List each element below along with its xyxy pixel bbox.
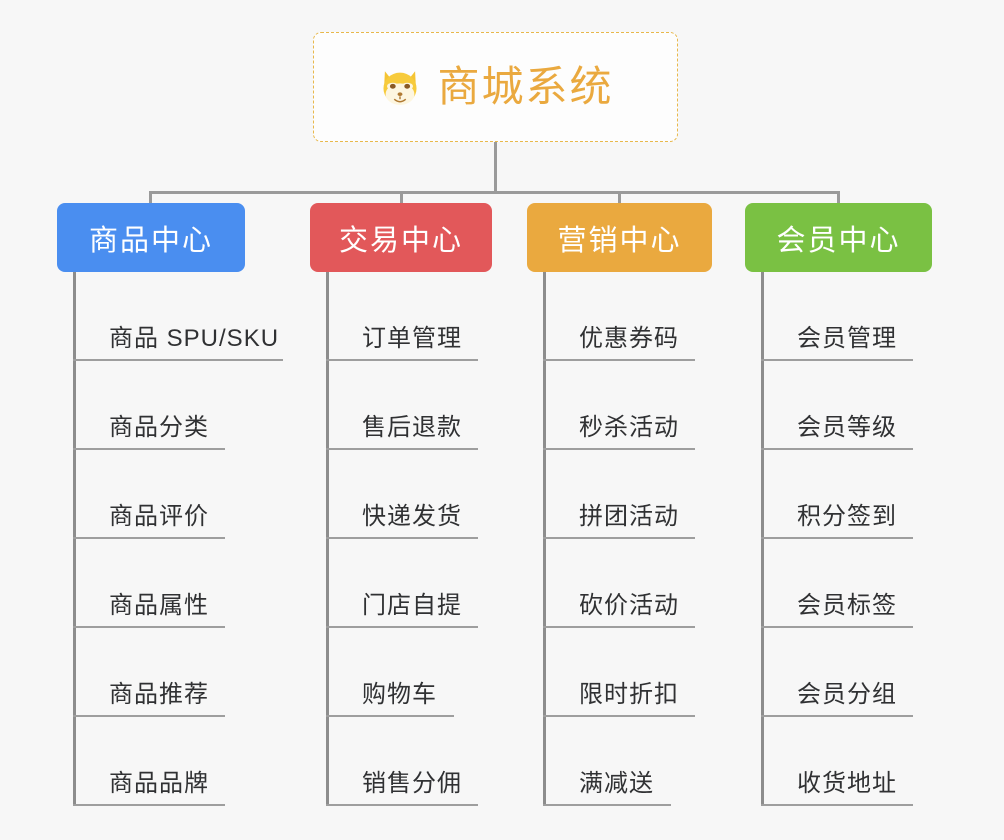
leaf-item-label: 商品分类 [109, 413, 209, 441]
leaf-item[interactable]: 会员标签 [761, 539, 932, 628]
leaf-item-label: 商品品牌 [109, 769, 209, 797]
leaf-item[interactable]: 售后退款 [326, 361, 492, 450]
leaf-item-underline [543, 359, 695, 361]
leaf-item-underline [326, 804, 478, 806]
category-header-marketing-center[interactable]: 营销中心 [527, 203, 712, 272]
category-header-label: 商品中心 [88, 224, 213, 257]
category-column-member-center: 会员中心会员管理会员等级积分签到会员标签会员分组收货地址 [745, 203, 932, 806]
leaf-item-underline [326, 448, 478, 450]
connector-drop-col-4 [837, 191, 840, 213]
leaf-item-label: 商品 SPU/SKU [109, 324, 280, 352]
leaf-item[interactable]: 销售分佣 [326, 717, 492, 806]
leaf-item[interactable]: 拼团活动 [543, 450, 712, 539]
leaf-item[interactable]: 商品分类 [73, 361, 245, 450]
leaf-item[interactable]: 收货地址 [761, 717, 932, 806]
category-header-label: 交易中心 [338, 224, 463, 257]
leaf-item-underline [326, 537, 478, 539]
category-column-marketing-center: 营销中心优惠券码秒杀活动拼团活动砍价活动限时折扣满减送 [527, 203, 712, 806]
leaf-item-underline [73, 626, 225, 628]
leaf-item-underline [326, 626, 478, 628]
shiba-dog-face-icon [377, 64, 423, 110]
leaf-item-underline [73, 359, 283, 361]
category-header-trade-center[interactable]: 交易中心 [310, 203, 492, 272]
leaf-item-label: 购物车 [362, 680, 437, 708]
leaf-item-underline [761, 804, 913, 806]
category-header-label: 会员中心 [776, 224, 901, 257]
leaf-item-label: 满减送 [579, 769, 654, 797]
leaf-item-underline [326, 715, 454, 717]
root-node[interactable]: 商城系统 [313, 32, 678, 142]
leaf-item[interactable]: 购物车 [326, 628, 492, 717]
leaf-item[interactable]: 秒杀活动 [543, 361, 712, 450]
leaf-item-underline [73, 537, 225, 539]
leaf-item-label: 销售分佣 [362, 769, 462, 797]
leaf-item-label: 快递发货 [362, 502, 462, 530]
leaf-item-label: 门店自提 [362, 591, 462, 619]
leaf-item[interactable]: 商品评价 [73, 450, 245, 539]
leaf-item[interactable]: 积分签到 [761, 450, 932, 539]
category-column-product-center: 商品中心商品 SPU/SKU 商品分类商品评价商品属性商品推荐商品品牌 [57, 203, 283, 806]
leaf-list-member-center: 会员管理会员等级积分签到会员标签会员分组收货地址 [761, 272, 932, 806]
connector-drop-col-3 [618, 191, 621, 213]
leaf-item-label: 商品评价 [109, 502, 209, 530]
category-header-product-center[interactable]: 商品中心 [57, 203, 245, 272]
leaf-item[interactable]: 会员等级 [761, 361, 932, 450]
leaf-item[interactable]: 限时折扣 [543, 628, 712, 717]
leaf-item[interactable]: 砍价活动 [543, 539, 712, 628]
leaf-item[interactable]: 商品属性 [73, 539, 245, 628]
category-header-label: 营销中心 [557, 224, 682, 257]
leaf-item-label: 秒杀活动 [579, 413, 679, 441]
leaf-item[interactable]: 门店自提 [326, 539, 492, 628]
leaf-item[interactable]: 商品 SPU/SKU [73, 272, 283, 361]
connector-root-stem [494, 142, 497, 194]
leaf-item-underline [73, 715, 225, 717]
leaf-item-label: 优惠券码 [579, 324, 679, 352]
leaf-item-label: 砍价活动 [579, 591, 679, 619]
leaf-item-underline [761, 715, 913, 717]
leaf-item-underline [73, 448, 225, 450]
leaf-item[interactable]: 会员分组 [761, 628, 932, 717]
leaf-item-underline [543, 448, 695, 450]
leaf-item-label: 积分签到 [797, 502, 897, 530]
leaf-item[interactable]: 商品品牌 [73, 717, 245, 806]
leaf-item-label: 拼团活动 [579, 502, 679, 530]
leaf-item[interactable]: 商品推荐 [73, 628, 245, 717]
leaf-item[interactable]: 满减送 [543, 717, 712, 806]
leaf-item-underline [543, 537, 695, 539]
leaf-item-label: 会员分组 [797, 680, 897, 708]
connector-drop-col-1 [149, 191, 152, 213]
leaf-item-underline [543, 804, 671, 806]
leaf-item[interactable]: 快递发货 [326, 450, 492, 539]
leaf-item-underline [761, 626, 913, 628]
leaf-item-underline [761, 448, 913, 450]
leaf-item-label: 会员标签 [797, 591, 897, 619]
root-title: 商城系统 [437, 63, 614, 110]
category-column-trade-center: 交易中心订单管理售后退款快递发货门店自提购物车销售分佣 [310, 203, 492, 806]
leaf-item-label: 商品推荐 [109, 680, 209, 708]
leaf-item-underline [543, 715, 695, 717]
leaf-item[interactable]: 会员管理 [761, 272, 932, 361]
leaf-list-marketing-center: 优惠券码秒杀活动拼团活动砍价活动限时折扣满减送 [543, 272, 712, 806]
leaf-item-underline [761, 359, 913, 361]
leaf-item[interactable]: 优惠券码 [543, 272, 712, 361]
leaf-list-product-center: 商品 SPU/SKU 商品分类商品评价商品属性商品推荐商品品牌 [73, 272, 283, 806]
leaf-item-label: 会员等级 [797, 413, 897, 441]
leaf-item-label: 收货地址 [797, 769, 897, 797]
leaf-item-label: 会员管理 [797, 324, 897, 352]
leaf-list-trade-center: 订单管理售后退款快递发货门店自提购物车销售分佣 [326, 272, 492, 806]
leaf-item-label: 订单管理 [362, 324, 462, 352]
leaf-item-underline [543, 626, 695, 628]
leaf-item[interactable]: 订单管理 [326, 272, 492, 361]
leaf-item-underline [761, 537, 913, 539]
category-header-member-center[interactable]: 会员中心 [745, 203, 932, 272]
leaf-item-label: 售后退款 [362, 413, 462, 441]
leaf-item-label: 商品属性 [109, 591, 209, 619]
leaf-item-label: 限时折扣 [579, 680, 679, 708]
connector-drop-col-2 [400, 191, 403, 213]
connector-bus [149, 191, 840, 194]
leaf-item-underline [73, 804, 225, 806]
leaf-item-underline [326, 359, 478, 361]
